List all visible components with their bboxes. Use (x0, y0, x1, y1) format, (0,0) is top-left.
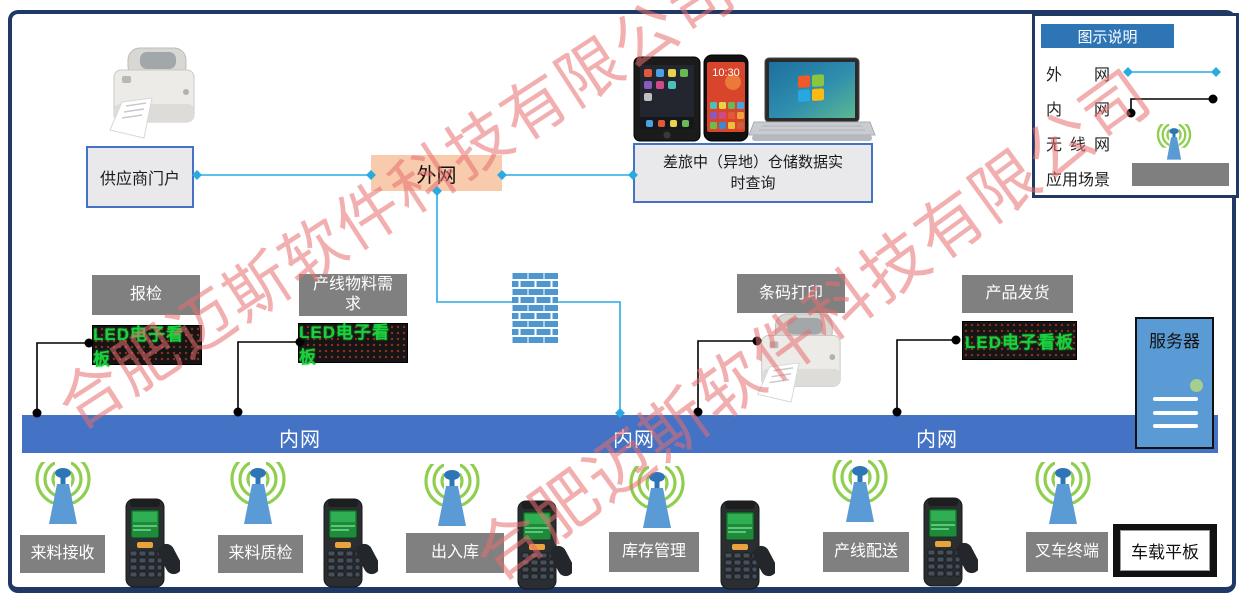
bottom-label-text: 库存管理 (621, 543, 686, 560)
smartphone-icon: 10:30 (703, 54, 749, 142)
led-board-3: LED电子看板 (962, 321, 1077, 360)
laptop-icon (748, 57, 876, 141)
diagram-border (8, 10, 1236, 593)
barcode-printer-icon (757, 313, 841, 403)
server-label: 服务器 (1149, 332, 1200, 351)
wifi-icon-6 (1015, 462, 1111, 526)
bottom-label-text: 来料接收 (30, 545, 95, 562)
bottom-label-incoming-receive: 来料接收 (20, 535, 105, 573)
led-board-2-text: LED电子看板 (299, 323, 390, 367)
vehicle-tablet-label: 车载平板 (1120, 530, 1210, 571)
server-led-dot (1190, 379, 1203, 392)
wifi-icon-5 (812, 460, 908, 524)
intranet-bar (22, 415, 1218, 453)
firewall-icon (512, 272, 558, 344)
legend-label-scene: 应用场景 (1046, 172, 1111, 189)
bottom-label-line-delivery: 产线配送 (823, 532, 909, 572)
legend-box: 图示说明 外网 内网 无线网 应用场景 (1032, 13, 1239, 198)
intranet-label-3: 内网 (916, 429, 958, 451)
server-box: 服务器 (1135, 317, 1214, 449)
scene-product-ship-box: 产品发货 (962, 275, 1073, 313)
legend-title: 图示说明 (1041, 24, 1174, 48)
led-board-2: LED电子看板 (298, 323, 408, 367)
vehicle-tablet: 车载平板 (1113, 524, 1217, 577)
handheld-scanner-icon-1 (116, 497, 180, 589)
supplier-portal-box: 供应商门户 (86, 146, 194, 208)
bottom-label-text: 出入库 (430, 544, 479, 561)
scene-inspection-label: 报检 (129, 286, 162, 303)
wifi-icon-4 (609, 466, 705, 530)
legend-label-extranet: 外网 (1046, 67, 1110, 84)
bottom-label-text: 产线配送 (833, 543, 898, 560)
legend-label-intranet: 内网 (1046, 102, 1110, 119)
tablet-icon (633, 56, 701, 142)
handheld-scanner-icon-3 (508, 499, 572, 591)
server-vent-line (1153, 411, 1198, 415)
label-printer-icon (109, 47, 195, 139)
remote-query-box: 差旅中（异地）仓储数据实时查询 (633, 143, 873, 203)
scene-material-demand-box: 产线物料需求 (299, 274, 407, 316)
led-board-1: LED电子看板 (92, 325, 202, 369)
bottom-label-incoming-qc: 来料质检 (218, 535, 303, 573)
wifi-icon-3 (404, 464, 500, 528)
extranet-label: 外网 (416, 164, 457, 187)
bottom-label-text: 叉车终端 (1034, 543, 1099, 560)
handheld-scanner-icon-4 (711, 499, 775, 591)
bottom-label-in-out-warehouse: 出入库 (406, 533, 504, 573)
remote-query-label: 差旅中（异地）仓储数据实时查询 (662, 154, 843, 192)
intranet-label-2: 内网 (613, 429, 655, 451)
server-vent-line (1153, 397, 1198, 401)
legend-wifi-sample (1156, 124, 1192, 160)
legend-internal-line-sample (1126, 94, 1218, 118)
server-vent-line (1153, 424, 1198, 428)
scene-barcode-print-box: 条码打印 (737, 274, 845, 313)
intranet-label-1: 内网 (279, 429, 321, 451)
scene-product-ship-label: 产品发货 (985, 285, 1050, 302)
legend-scene-sample (1132, 163, 1229, 186)
supplier-portal-label: 供应商门户 (99, 171, 180, 188)
handheld-scanner-icon-5 (914, 496, 978, 588)
scene-barcode-print-label: 条码打印 (758, 284, 823, 302)
phone-time: 10:30 (712, 67, 740, 79)
led-board-1-text: LED电子看板 (93, 325, 184, 369)
legend-label-wireless: 无线网 (1046, 137, 1110, 154)
bottom-label-inventory-mgmt: 库存管理 (609, 532, 699, 572)
extranet-box: 外网 (371, 155, 502, 191)
scene-inspection-box: 报检 (92, 275, 200, 315)
handheld-scanner-icon-2 (314, 497, 378, 589)
wifi-icon-1 (35, 462, 91, 524)
scene-material-demand-label: 产线物料需求 (312, 276, 393, 313)
bottom-label-text: 来料质检 (228, 545, 293, 562)
legend-external-line-sample (1123, 67, 1221, 77)
wifi-icon-2 (210, 462, 306, 526)
bottom-label-forklift-terminal: 叉车终端 (1026, 532, 1108, 572)
led-board-3-text: LED电子看板 (965, 333, 1074, 352)
